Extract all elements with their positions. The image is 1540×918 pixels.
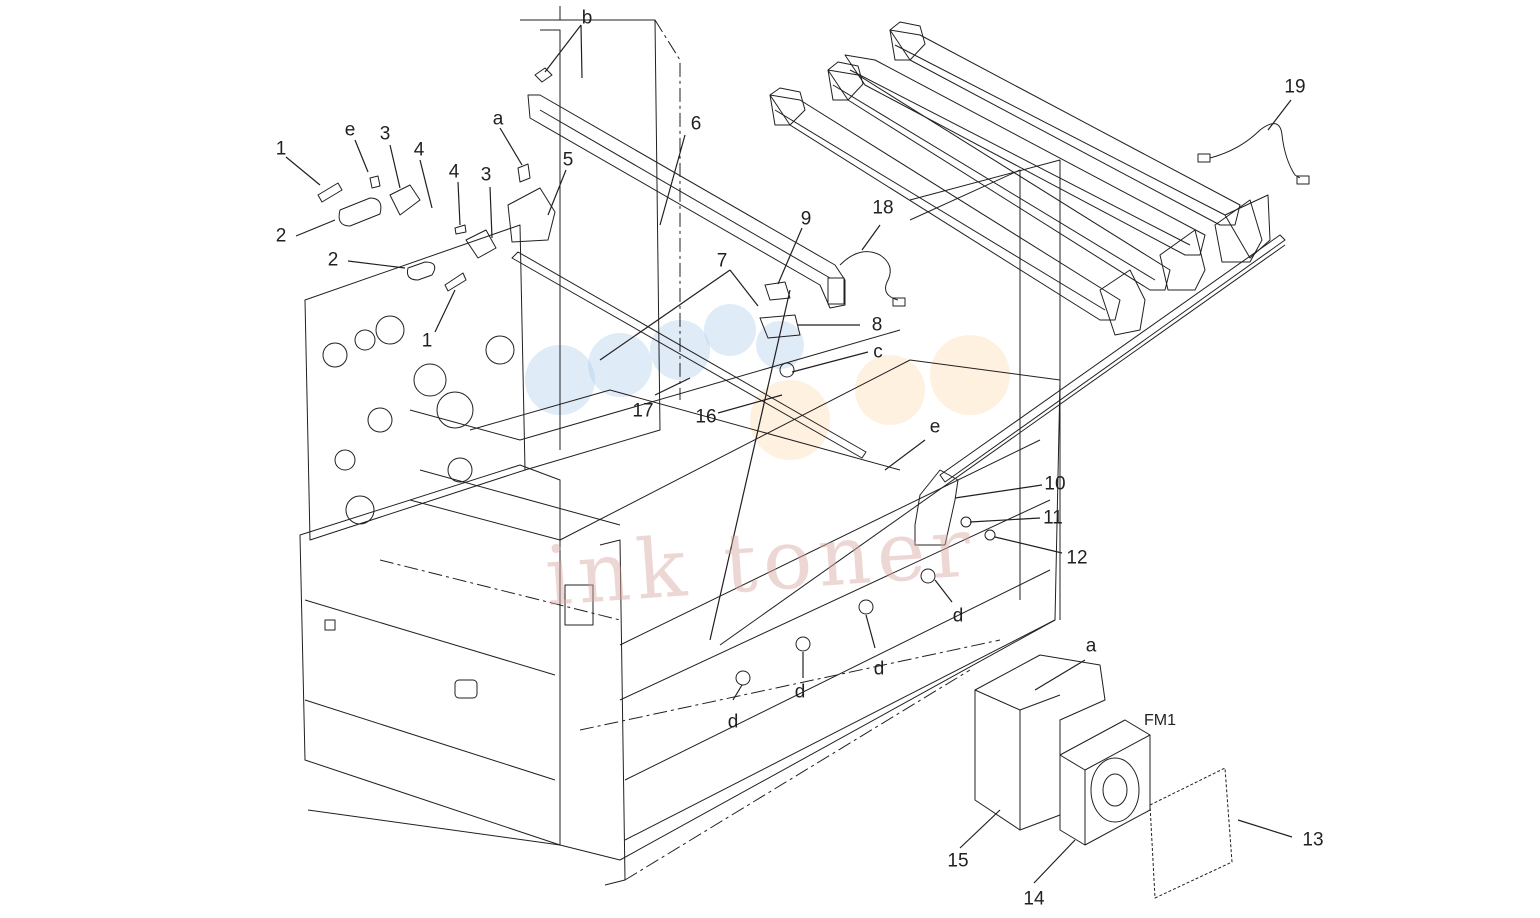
callout-e-left: e: [344, 119, 356, 141]
callout-11: 11: [1043, 507, 1063, 529]
callout-1-mid: 1: [421, 330, 433, 352]
callout-d-4: d: [727, 711, 739, 733]
callout-2-mid: 2: [327, 249, 339, 271]
callout-a-fan: a: [1085, 635, 1097, 657]
callout-4-left: 4: [413, 139, 425, 161]
callout-1-left: 1: [275, 138, 287, 160]
callout-7: 7: [716, 250, 728, 272]
rod-17: [511, 251, 867, 459]
callout-fm1: FM1: [1144, 712, 1176, 729]
upper-rail-1: [769, 87, 1121, 321]
screws-d: [735, 362, 936, 686]
callout-5: 5: [562, 149, 574, 171]
callout-18: 18: [872, 197, 894, 219]
callout-19: 19: [1284, 76, 1306, 98]
long-rail: [719, 234, 1286, 646]
connector-19a: [1197, 153, 1211, 163]
callout-8: 8: [871, 314, 883, 336]
connector-18: [892, 297, 906, 307]
callout-6: 6: [690, 113, 702, 135]
gear-10: [914, 469, 959, 546]
callout-4-mid: 4: [448, 161, 460, 183]
callout-c: c: [873, 341, 883, 363]
connector-19b: [1296, 175, 1310, 185]
callout-12: 12: [1066, 547, 1088, 569]
callout-3-left: 3: [379, 123, 391, 145]
fan-duct-15: [974, 654, 1106, 831]
callout-e-right: e: [929, 416, 941, 438]
callout-d-3: d: [794, 681, 806, 703]
callout-3-mid: 3: [480, 164, 492, 186]
upper-rail-4: [889, 21, 1241, 226]
upper-rail-3: [844, 54, 1206, 256]
screw-12: [984, 529, 996, 541]
filter-13: [1149, 767, 1233, 899]
callout-16: 16: [695, 406, 717, 428]
callout-a-top: a: [492, 108, 504, 130]
right-gears: [1099, 194, 1271, 336]
rail-assembly-6: [527, 94, 846, 309]
callout-17: 17: [632, 400, 654, 422]
callout-15: 15: [947, 850, 969, 872]
leader-lines: [285, 24, 1293, 884]
callout-d-2: d: [873, 658, 885, 680]
cable-18: [839, 251, 899, 301]
callout-13: 13: [1302, 829, 1324, 851]
cable-19: [1209, 123, 1301, 179]
small-parts-left: [317, 67, 801, 339]
callout-14: 14: [1023, 888, 1045, 910]
callout-b: b: [581, 7, 593, 29]
fan-fm1: [1059, 719, 1151, 846]
callout-2-left: 2: [275, 225, 287, 247]
watermark-circles: [525, 304, 1010, 460]
callout-d-1: d: [952, 605, 964, 627]
left-side-frame: [299, 224, 561, 846]
callout-9: 9: [800, 208, 812, 230]
callout-10: 10: [1044, 473, 1066, 495]
main-frame: [379, 5, 1061, 886]
